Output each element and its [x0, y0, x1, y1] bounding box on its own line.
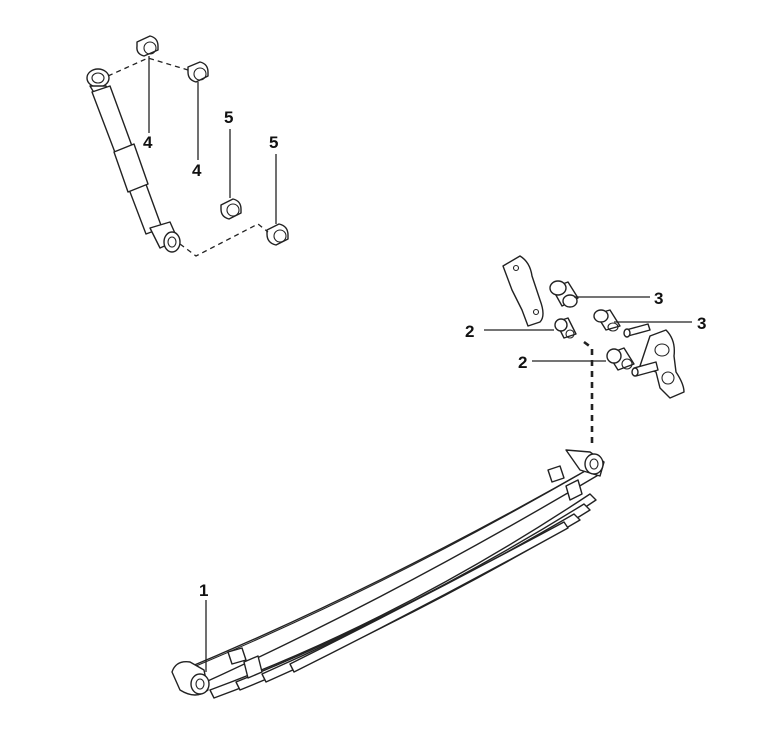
callout-5-left: 5: [224, 108, 233, 127]
bushing-3-short: [593, 309, 621, 332]
bushing-2-lower: [606, 347, 635, 371]
callout-3-lower: 3: [697, 314, 706, 333]
callout-1: 1: [199, 581, 208, 600]
shock-absorber: [86, 68, 181, 253]
bushing-2-upper: [554, 317, 577, 339]
assembly-line-upper: [107, 57, 189, 77]
callout-3-upper: 3: [654, 289, 663, 308]
bushing-lower-right: [266, 223, 289, 246]
bushing-3-long: [549, 280, 579, 308]
assembly-line-lower: [179, 223, 269, 257]
shackle-bolt-upper: [623, 323, 651, 338]
shackle-plate-left: [502, 255, 544, 327]
bushing-upper-left: [136, 35, 159, 57]
bushing-lower-left: [220, 198, 242, 220]
bushing-upper-right: [187, 61, 209, 83]
callout-4-left: 4: [143, 133, 153, 152]
callout-2-upper: 2: [465, 322, 474, 341]
callout-5-right: 5: [269, 133, 278, 152]
callout-4-right: 4: [192, 161, 202, 180]
assembly-line-spring: [583, 340, 594, 446]
shackle-bolt-lower: [631, 361, 659, 377]
leaf-spring: [171, 449, 605, 699]
callout-2-lower: 2: [518, 353, 527, 372]
shackle-plate-right: [639, 329, 685, 399]
